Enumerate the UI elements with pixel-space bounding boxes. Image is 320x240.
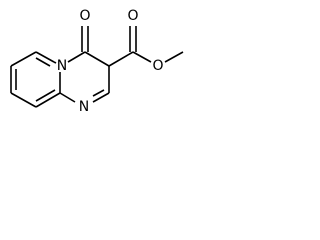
bond-c9a-c9 — [10, 92, 37, 108]
atom-label-ester-carbonyl-oxygen: O — [127, 8, 138, 24]
bond-cester-oether — [132, 51, 152, 63]
bond-c4-n5 — [67, 51, 86, 63]
chemical-structure-diagram: O N N O O — [10, 8, 184, 115]
bond-oether-ch3 — [164, 51, 184, 63]
atom-label-carbonyl-oxygen: O — [79, 8, 90, 24]
bond-c3-c4 — [84, 51, 110, 67]
bond-n1-c2 — [92, 92, 110, 103]
bond-c3-cester — [108, 51, 134, 67]
bond-c10-n1 — [59, 92, 76, 103]
bond-c7-c6-inner — [35, 57, 51, 67]
bond-n1-c2-inner — [92, 89, 105, 97]
atom-label-ester-ether-oxygen: O — [152, 58, 163, 74]
bond-c10-c9a-inner — [35, 89, 56, 102]
atom-label-lower-nitrogen: N — [79, 99, 89, 115]
atom-label-bridgehead-nitrogen: N — [57, 58, 67, 74]
bond-c6-n5 — [53, 61, 57, 64]
bond-c7-c6 — [35, 51, 55, 63]
bond-c8-c7 — [10, 51, 37, 67]
bond-c10-c9a — [35, 92, 61, 108]
